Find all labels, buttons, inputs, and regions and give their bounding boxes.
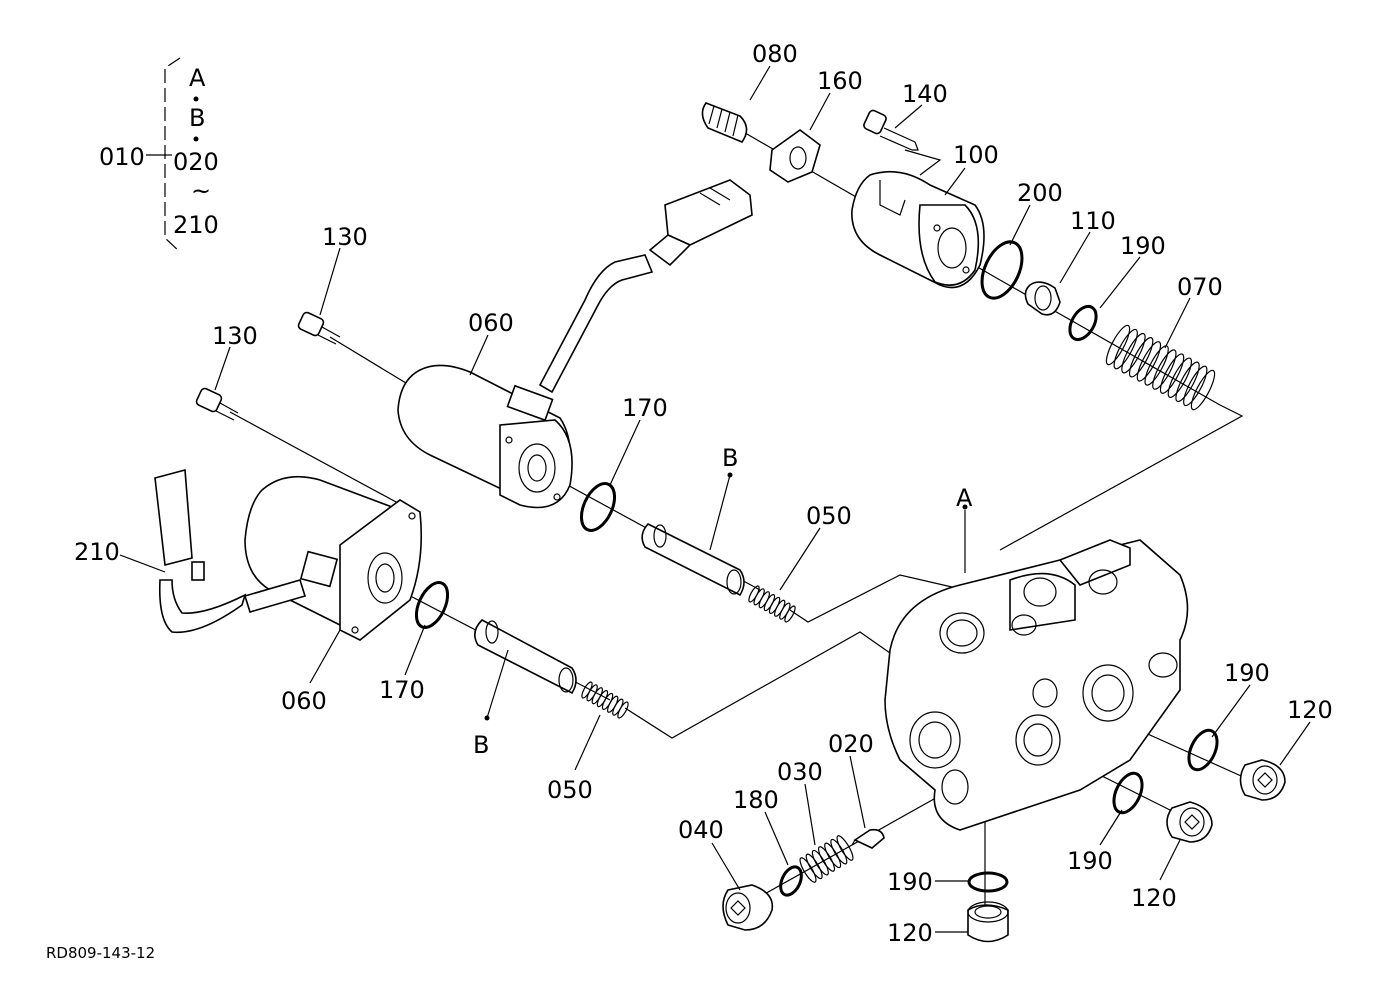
legend-b: B: [189, 104, 205, 132]
spring-coil: [836, 835, 854, 861]
label-180: 180: [733, 786, 779, 814]
spring-coil: [1113, 328, 1138, 370]
spring-coil: [1159, 353, 1185, 394]
part-030-spring: [799, 835, 854, 883]
spring-coil: [799, 857, 817, 883]
leader-lines: [119, 65, 1311, 933]
label-020: 020: [828, 730, 874, 758]
label-080: 080: [752, 40, 798, 68]
label-190-bottom: 190: [887, 868, 933, 896]
spring-coil: [1144, 345, 1169, 386]
part-190-oring-mid: [1112, 771, 1144, 815]
part-140-bolt: [863, 109, 919, 151]
label-060-top: 060: [468, 309, 514, 337]
legend-tilde: ~: [191, 177, 211, 205]
spring-coil: [1167, 357, 1192, 398]
spring-coil: [1183, 365, 1208, 407]
label-130-b: 130: [212, 322, 258, 350]
spring-coil: [1175, 361, 1200, 403]
part-080-plug: [701, 102, 748, 143]
label-050-bottom: 050: [547, 776, 593, 804]
label-140: 140: [902, 80, 948, 108]
legend-210: 210: [173, 211, 219, 239]
part-spool-upper: [641, 523, 745, 597]
label-120-bottom: 120: [887, 919, 933, 947]
legend-a: A: [189, 64, 206, 92]
spring-coil: [1152, 349, 1177, 390]
part-100-housing: [851, 170, 985, 289]
part-190-oring-top: [1068, 304, 1098, 342]
spring-coil: [1129, 337, 1154, 378]
label-110: 110: [1070, 207, 1116, 235]
label-a: A: [956, 484, 973, 512]
label-130-a: 130: [322, 223, 368, 251]
part-120-plug-right: [1239, 759, 1286, 801]
label-210: 210: [74, 538, 120, 566]
part-040-plug: [722, 884, 774, 931]
spring-coil: [1121, 332, 1146, 374]
part-labels: 080 160 140 100 200 110 190 070 130 130 …: [74, 40, 1333, 947]
label-b-bottom: B: [473, 731, 489, 759]
label-030: 030: [777, 758, 823, 786]
spring-coil: [784, 605, 796, 623]
label-060-bottom: 060: [281, 687, 327, 715]
part-070-spring: [1105, 324, 1216, 411]
part-060-solenoid-lower: [154, 468, 423, 641]
spring-coil: [1190, 369, 1216, 411]
spring-coil: [805, 853, 823, 880]
label-120-right: 120: [1287, 696, 1333, 724]
part-110-cap: [1024, 281, 1061, 316]
group-legend: 010 A B 020 ~ 210: [99, 57, 219, 253]
part-050-spring-lower: [581, 681, 629, 719]
legend-020: 020: [173, 148, 219, 176]
part-130-bolt-b: [195, 387, 239, 421]
part-130-bolt-a: [297, 311, 341, 345]
label-190-mid: 190: [1067, 847, 1113, 875]
label-190-top: 190: [1120, 232, 1166, 260]
part-020-poppet: [851, 828, 885, 849]
part-170-oring-top: [579, 482, 617, 532]
label-190-right: 190: [1224, 659, 1270, 687]
part-050-spring-upper: [748, 585, 796, 623]
label-170-bottom: 170: [379, 676, 425, 704]
spring-coil: [811, 849, 829, 876]
label-200: 200: [1017, 179, 1063, 207]
label-170-top: 170: [622, 394, 668, 422]
label-160: 160: [817, 67, 863, 95]
spring-coil: [1105, 324, 1131, 366]
label-050-top: 050: [806, 502, 852, 530]
part-120-plug-bottom: [967, 901, 1009, 943]
part-190-oring-right: [1187, 728, 1219, 772]
label-070: 070: [1177, 273, 1223, 301]
part-060-solenoid-upper: [397, 179, 753, 509]
spring-coil: [617, 701, 629, 719]
part-spool-lower: [474, 619, 577, 695]
spring-coil: [817, 846, 836, 872]
part-180-oring: [779, 865, 803, 897]
label-040: 040: [678, 816, 724, 844]
part-170-oring-bottom: [414, 581, 450, 629]
part-190-oring-bottom: [967, 871, 1009, 893]
part-120-plug-mid: [1166, 801, 1213, 843]
spring-coil: [824, 842, 842, 869]
label-b-top: B: [722, 444, 738, 472]
part-160-nut: [769, 129, 821, 183]
valve-body: [884, 504, 1189, 831]
spring-coil: [830, 838, 848, 865]
label-120-mid: 120: [1131, 884, 1177, 912]
drawing-code: RD809-143-12: [46, 944, 155, 962]
spring-coil: [1136, 341, 1162, 382]
part-200-oring: [980, 240, 1024, 300]
label-100: 100: [953, 141, 999, 169]
legend-parent-number: 010: [99, 143, 145, 171]
